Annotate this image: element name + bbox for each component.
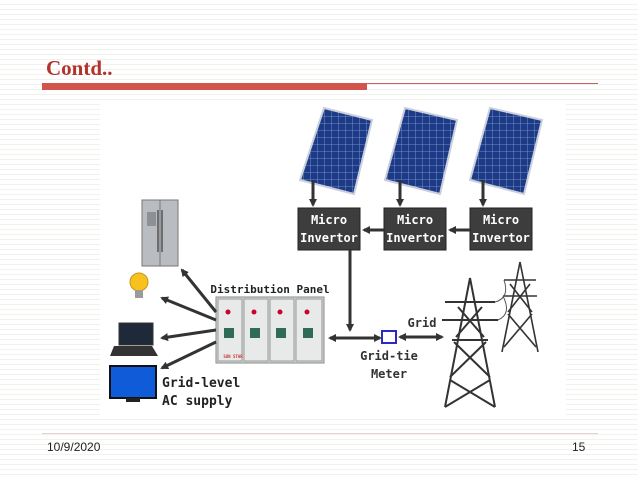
- laptop-icon: [110, 322, 158, 356]
- transmission-tower-front: [442, 277, 498, 408]
- micro-inverter-3: Micro Invertor: [469, 207, 533, 251]
- footer-divider: [42, 433, 598, 434]
- light-bulb-icon: [129, 272, 149, 298]
- page-number: 15: [572, 440, 586, 454]
- distribution-panel: SUN STAR: [215, 296, 325, 364]
- micro-inverter-1: Micro Invertor: [297, 207, 361, 251]
- inverter-1-label-line2: Invertor: [300, 231, 358, 245]
- footer-date: 10/9/2020: [47, 440, 101, 454]
- slide-title: Contd..: [46, 56, 113, 80]
- transmission-tower-back: [501, 261, 539, 353]
- solar-panel-3: [468, 106, 544, 196]
- title-accent-bar: [42, 83, 367, 90]
- diagram-canvas: Micro Invertor Micro Invertor Micro Inve…: [109, 106, 544, 409]
- arrow-to-fridge: [180, 268, 218, 313]
- panel-badge: SUN STAR: [223, 354, 243, 359]
- meter-label-line1: Grid-tie: [360, 349, 418, 363]
- inverter-3-label-line1: Micro: [483, 213, 519, 227]
- arrow-to-bulb: [160, 296, 217, 322]
- television-icon: [109, 365, 157, 402]
- arrow-to-laptop: [160, 328, 217, 342]
- micro-inverter-2: Micro Invertor: [383, 207, 447, 251]
- arrow-to-tv: [160, 340, 217, 370]
- supply-label-line1: Grid-level: [162, 376, 240, 391]
- inverter-2-label-line2: Invertor: [386, 231, 444, 245]
- grid-label: Grid: [408, 316, 437, 330]
- solar-panel-2: [383, 106, 459, 196]
- solar-panel-1: [298, 106, 374, 196]
- supply-label-line2: AC supply: [162, 394, 233, 409]
- distribution-panel-label: Distribution Panel: [210, 283, 329, 296]
- grid-tie-solar-diagram: Micro Invertor Micro Invertor Micro Inve…: [100, 102, 566, 416]
- power-lines: [494, 279, 508, 321]
- inverter-2-label-line1: Micro: [397, 213, 433, 227]
- meter-label-line2: Meter: [371, 367, 407, 381]
- fridge-icon: [141, 199, 179, 267]
- grid-tie-meter: [381, 330, 397, 344]
- inverter-3-label-line2: Invertor: [472, 231, 530, 245]
- inverter-1-label-line1: Micro: [311, 213, 347, 227]
